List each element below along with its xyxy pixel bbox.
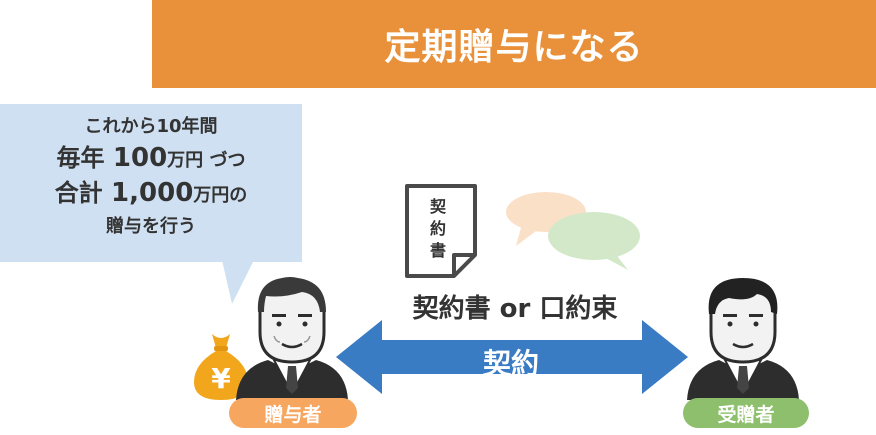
speech-bubble <box>0 104 302 262</box>
title-banner: 定期贈与になる <box>152 0 876 88</box>
document-char-3: 書 <box>429 241 446 260</box>
bubble-line-3: 合計 1,000万円の <box>0 177 302 212</box>
document-label: 契 約 書 <box>426 196 450 262</box>
bubble-line-3-suffix: の <box>229 185 248 206</box>
giver-label: 贈与者 <box>229 398 357 428</box>
chat-bubble-green <box>548 212 640 260</box>
bubble-line-3-number: 1,000 <box>111 178 194 208</box>
banner-title: 定期贈与になる <box>384 27 644 68</box>
bubble-line-2-unit: 万円 <box>167 150 204 171</box>
receiver-person-icon <box>687 278 799 400</box>
speech-bubble-tail <box>222 260 254 304</box>
bubble-line-2-suffix: づつ <box>203 150 246 171</box>
bubble-line-3-unit: 万円 <box>193 185 230 206</box>
bubble-line-4: 贈与を行う <box>106 216 196 237</box>
bubble-line-1: これから10年間 <box>84 116 218 137</box>
chat-bubbles-icon <box>506 192 640 270</box>
giver-person-icon <box>236 277 348 400</box>
document-char-2: 約 <box>429 219 446 238</box>
arrow-label: 契約 <box>482 347 539 380</box>
bubble-line-2: 毎年 100万円 づつ <box>0 142 302 177</box>
document-char-1: 契 <box>429 197 446 216</box>
yen-symbol: ¥ <box>211 362 231 395</box>
bubble-line-2-prefix: 毎年 <box>56 144 113 172</box>
bubble-line-2-number: 100 <box>112 143 168 173</box>
contract-document-icon <box>405 184 477 278</box>
double-arrow <box>336 320 688 394</box>
receiver-label: 受贈者 <box>683 398 809 428</box>
contract-caption: 契約書 or 口約束 <box>412 294 618 324</box>
speech-bubble-text: これから10年間 毎年 100万円 づつ 合計 1,000万円の 贈与を行う <box>0 112 302 242</box>
money-bag-icon: ¥ <box>194 334 248 400</box>
bubble-line-3-prefix: 合計 <box>54 179 112 207</box>
